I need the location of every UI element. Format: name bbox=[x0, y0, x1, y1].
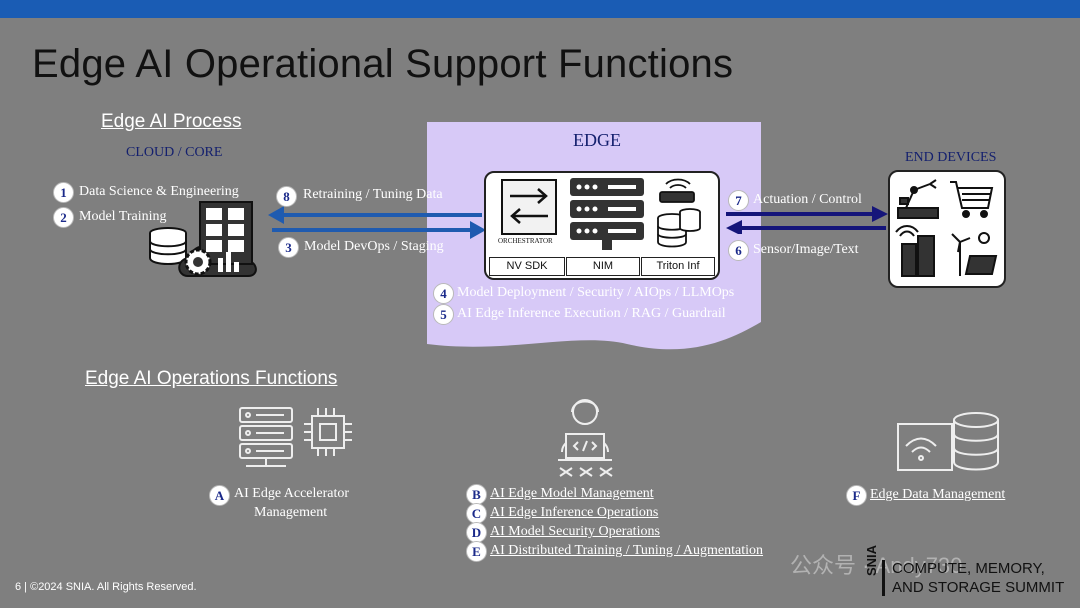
summit-brand: SNIA bbox=[864, 544, 879, 576]
top-bar bbox=[0, 0, 1080, 18]
step-8-label: Retraining / Tuning Data bbox=[303, 187, 443, 202]
op-f-badge: F bbox=[846, 485, 867, 506]
footer-copyright: 6 | ©2024 SNIA. All Rights Reserved. bbox=[15, 581, 197, 593]
slide-title: Edge AI Operational Support Functions bbox=[32, 42, 734, 86]
end-devices-icons bbox=[895, 179, 998, 277]
step-1-label: Data Science & Engineering bbox=[79, 184, 239, 199]
op-c-label: AI Edge Inference Operations bbox=[490, 505, 659, 520]
operations-heading: Edge AI Operations Functions bbox=[85, 368, 338, 389]
orchestrator-icon bbox=[501, 179, 557, 235]
step-3-label: Model DevOps / Staging bbox=[304, 239, 444, 254]
server-stack-icon bbox=[570, 178, 644, 250]
step-6-label: Sensor/Image/Text bbox=[753, 242, 859, 257]
op-a-badge: A bbox=[209, 485, 230, 506]
renewable-energy-icon bbox=[951, 232, 998, 276]
shopping-cart-icon bbox=[950, 181, 994, 218]
end-devices-label: END DEVICES bbox=[905, 150, 997, 165]
step-4-label: Model Deployment / Security / AIOps / LL… bbox=[457, 285, 735, 300]
cloud-edge-arrows bbox=[268, 206, 486, 239]
edge-label: EDGE bbox=[573, 130, 621, 150]
op-b-label: AI Edge Model Management bbox=[490, 486, 654, 501]
cloud-core-label: CLOUD / CORE bbox=[126, 145, 223, 160]
step-2-label: Model Training bbox=[79, 209, 167, 224]
accelerator-server-chip-icon bbox=[239, 407, 352, 467]
step-4-badge: 4 bbox=[433, 283, 454, 304]
edge-data-icon bbox=[897, 412, 999, 471]
op-b-badge: B bbox=[466, 484, 487, 505]
router-database-icon bbox=[657, 178, 701, 248]
step-3-badge: 3 bbox=[278, 237, 299, 258]
op-f-label: Edge Data Management bbox=[870, 487, 1006, 502]
summit-divider bbox=[882, 560, 885, 596]
step-2-badge: 2 bbox=[53, 207, 74, 228]
summit-line2: AND STORAGE SUMMIT bbox=[892, 579, 1065, 596]
process-heading: Edge AI Process bbox=[101, 111, 242, 132]
component-triton: Triton Inf bbox=[641, 257, 715, 276]
op-a-label-line1: AI Edge Accelerator bbox=[234, 486, 350, 501]
watermark: 公众号 · Andy730 bbox=[790, 553, 963, 578]
robot-arm-icon bbox=[897, 179, 939, 219]
step-8-badge: 8 bbox=[276, 186, 297, 207]
step-1-badge: 1 bbox=[53, 182, 74, 203]
orchestrator-label: ORCHESTRATOR bbox=[498, 237, 553, 245]
op-d-label: AI Model Security Operations bbox=[490, 524, 660, 539]
component-nim: NIM bbox=[566, 257, 640, 276]
op-a-label-line2: Management bbox=[254, 505, 328, 520]
step-6-badge: 6 bbox=[728, 240, 749, 261]
step-5-badge: 5 bbox=[433, 304, 454, 325]
edge-device-arrows bbox=[726, 206, 888, 234]
summit-line1: COMPUTE, MEMORY, bbox=[892, 560, 1045, 577]
op-e-label: AI Distributed Training / Tuning / Augme… bbox=[490, 543, 764, 558]
op-e-badge: E bbox=[466, 541, 487, 562]
component-nv-sdk: NV SDK bbox=[489, 257, 565, 276]
developer-laptop-icon bbox=[558, 399, 613, 477]
datacenter-cloud-icon bbox=[149, 201, 257, 277]
step-7-label: Actuation / Control bbox=[753, 192, 862, 207]
smart-building-icon bbox=[895, 225, 935, 277]
op-d-badge: D bbox=[466, 522, 487, 543]
step-5-label: AI Edge Inference Execution / RAG / Guar… bbox=[457, 306, 726, 321]
step-7-badge: 7 bbox=[728, 190, 749, 211]
edge-node-icons bbox=[501, 178, 701, 250]
op-c-badge: C bbox=[466, 503, 487, 524]
